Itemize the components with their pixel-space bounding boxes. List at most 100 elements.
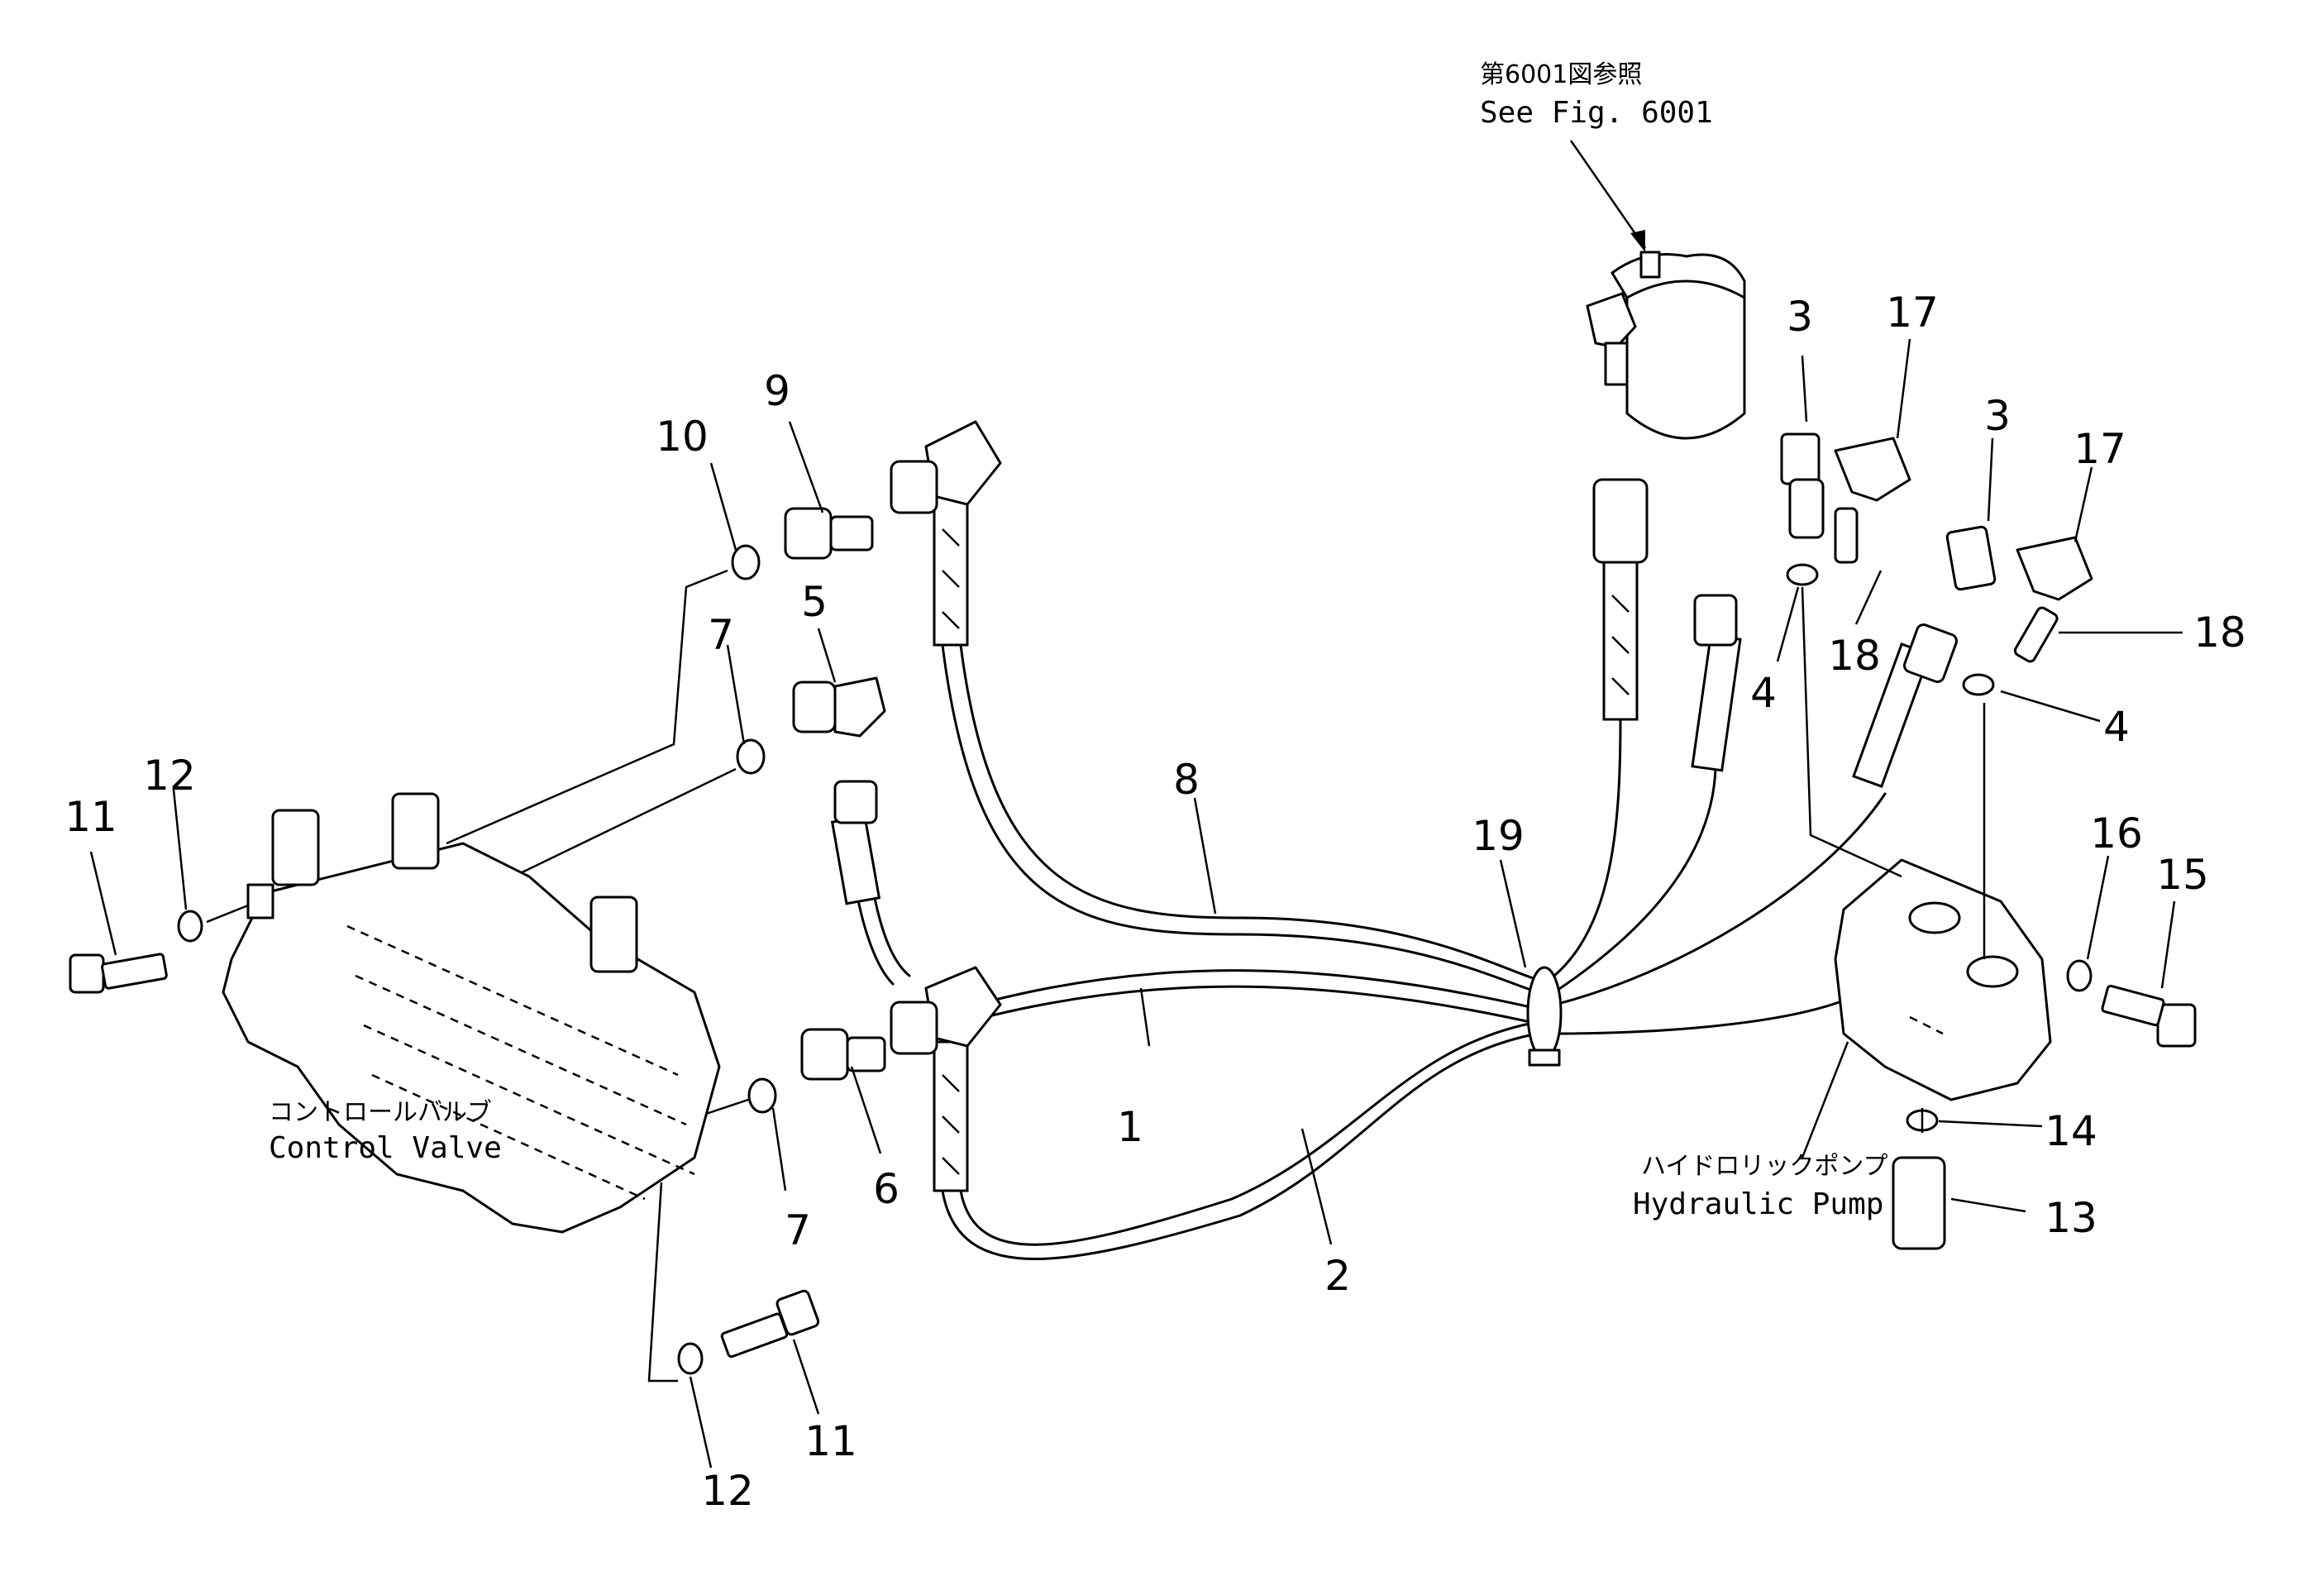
fitting-17-left [1834,437,1911,502]
callout-7-upper: 7 [708,611,734,659]
callout-13: 13 [2045,1194,2097,1242]
callout-numbers: 1 2 3 3 4 4 5 6 7 7 8 9 10 11 11 12 12 1… [64,289,2246,1515]
fitting-13 [1892,1156,1946,1250]
callout-11-upper: 11 [64,793,117,841]
elbow-fittings [890,420,1002,1055]
o-ring-7-upper [736,738,766,775]
clamp-band [1526,966,1563,1060]
sleeve-6 [830,814,881,905]
bolt-11-upper-head [69,953,105,994]
washer-12-upper [177,910,203,943]
callout-17-left: 17 [1886,289,1939,337]
bolt-11-upper-shank [101,953,168,990]
adapter-5 [792,681,837,733]
callout-1: 1 [1117,1103,1143,1151]
adapter-5-elbow [833,676,886,738]
filter-elbow-stem [1604,342,1629,386]
washer-12-lower [677,1342,704,1375]
callout-11-lower: 11 [804,1417,857,1465]
fitting-3-left-body [1788,478,1825,539]
hose-sleeves [830,478,1958,1192]
sleeve-8-upper [933,494,969,647]
o-ring-4-right [1962,673,1995,696]
bolt-15-shank [2101,984,2165,1027]
control-valve-label: コントロールバルブ Control Valve [269,1098,502,1165]
callout-3-right: 3 [1984,392,2011,440]
callout-17-right: 17 [2073,425,2126,473]
hydraulic-pump-label: ハイドロリックポンプ Hydraulic Pump [1633,1152,1888,1221]
callout-12-lower: 12 [701,1467,754,1515]
port-connectors [206,569,749,1383]
fitting-3-left-top [1780,432,1821,485]
bolt-11-lower-shank [720,1312,789,1359]
hose-to-pump [1553,999,1845,1035]
callout-18-left: 18 [1828,632,1881,680]
nut-3a [1693,594,1738,647]
control-valve [222,792,721,1234]
callout-12-upper: 12 [143,752,196,800]
control-valve-en: Control Valve [269,1131,502,1165]
hose-1-edge-b [990,985,1539,1025]
bolts [69,953,2197,1359]
callout-10: 10 [656,413,709,461]
pump-fittings [1780,432,2093,1250]
callout-4-right: 4 [2103,703,2130,751]
nut-3b [1903,623,1958,683]
control-valve-jp: コントロールバルブ [269,1098,492,1127]
elbow-upper-nut [890,460,938,514]
callout-2: 2 [1324,1252,1351,1300]
callout-leaders [89,338,2183,1469]
hose-to-port-3a [1553,767,1717,994]
control-valve-body [222,842,721,1234]
sleeve-filter [1602,561,1639,721]
reference-note: 第6001図参照 See Fig. 6001 [1480,60,1713,252]
fitting-17-right [2016,536,2093,601]
hose-2-edge-a [941,1032,1539,1260]
valve-boss-3 [589,896,638,973]
hydraulic-pump-jp: ハイドロリックポンプ [1641,1152,1888,1181]
nut-6-feed [833,780,878,824]
callout-6: 6 [873,1165,900,1213]
callout-5: 5 [801,578,828,626]
valve-side-port [246,883,274,919]
elbow-lower-nut [890,1001,938,1055]
callout-4-left: 4 [1750,669,1777,717]
adapter-9-stem [829,515,874,552]
reference-jp: 第6001図参照 [1480,60,1642,89]
filter-assembly [1586,251,1746,440]
fitting-18-right [2013,606,2059,663]
o-rings [177,544,2093,1375]
valve-boss-1 [271,809,320,886]
hose-8-edge-b [959,643,1539,982]
o-ring-7-lower [747,1077,777,1114]
o-ring-10 [731,544,761,580]
reference-arrow [1569,140,1647,249]
pump-port-1 [1908,901,1961,934]
o-ring-4-left [1786,563,1819,586]
filter-hose-nut [1592,478,1649,564]
callout-18-right: 18 [2193,609,2246,657]
fitting-3-right-body [1945,525,1997,591]
adapter-6-stem [846,1036,886,1072]
hoses [850,643,1887,1260]
clamp-19 [1526,966,1563,1067]
hose-1-edge-a [990,969,1539,1010]
hose-to-port-3b [1553,792,1887,1006]
sleeve-3a [1691,633,1742,772]
pump-body [1834,858,2052,1101]
pump-port-2 [1966,955,2019,988]
callout-14: 14 [2045,1107,2097,1155]
hose-8-edge-a [941,643,1539,994]
fitting-18-left [1834,507,1859,564]
reference-arrowhead [1630,230,1645,252]
callout-19: 19 [1472,812,1525,860]
adapters [784,507,886,1081]
filter-elbow [1586,292,1637,349]
hose-2-edge-b [959,1020,1539,1246]
callout-15: 15 [2156,851,2209,899]
callout-9: 9 [764,367,790,415]
reference-en: See Fig. 6001 [1480,96,1713,130]
callout-8: 8 [1173,756,1200,804]
callout-7-lower: 7 [785,1206,811,1254]
